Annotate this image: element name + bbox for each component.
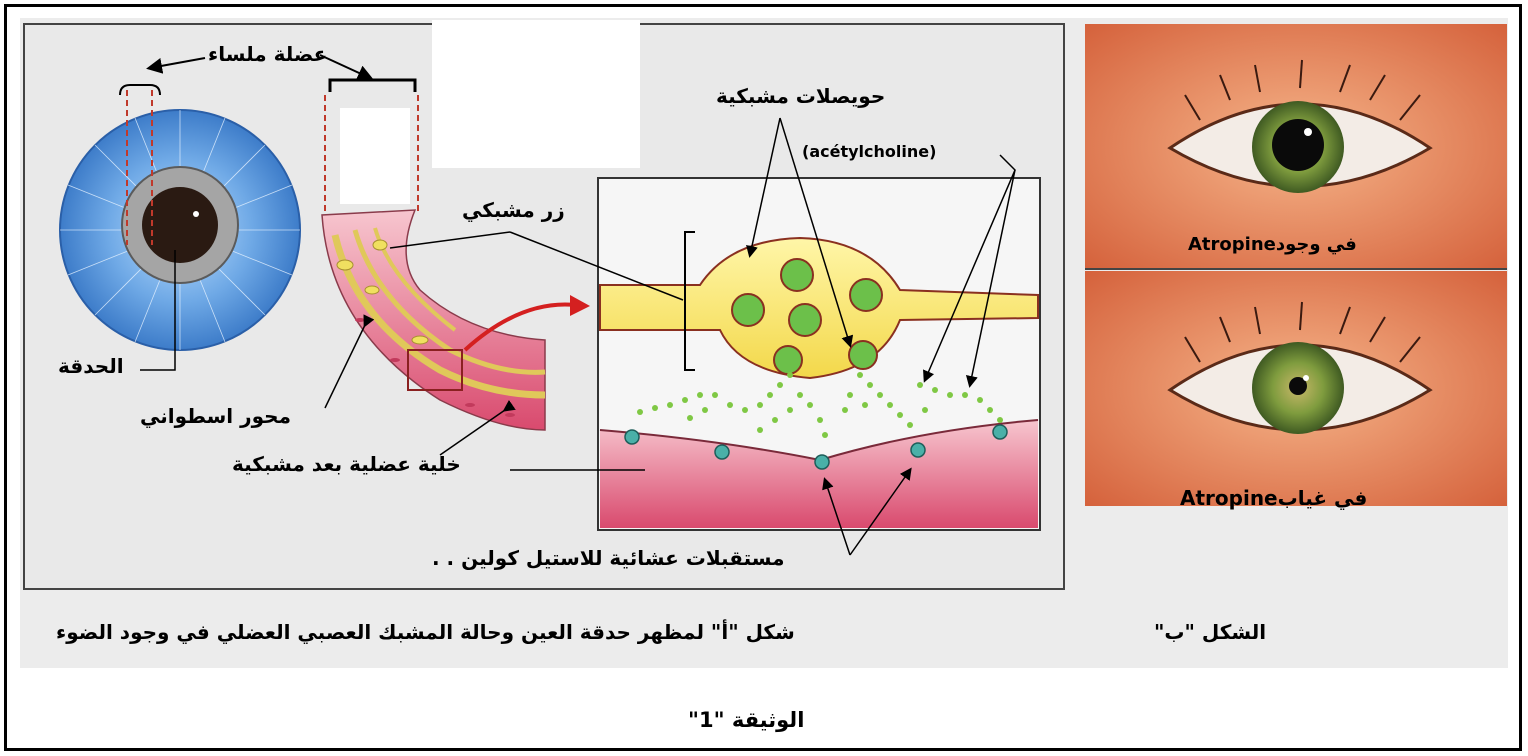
synapse-zoom <box>598 178 1040 530</box>
label-atropine-drug-2: Atropine <box>1180 486 1278 510</box>
label-without-atropine: Atropineفي غياب <box>1180 486 1367 510</box>
label-synaptic-knob: زر مشبكي <box>462 198 565 222</box>
eye-photo-with-atropine <box>1085 24 1507 269</box>
label-with: في وجود <box>1276 234 1357 255</box>
label-pupil: الحدقة <box>58 354 124 378</box>
label-smooth-muscle: عضلة ملساء <box>208 42 327 66</box>
label-synaptic-vesicles: حويصلات مشبكية <box>716 84 885 108</box>
caption-document: الوثيقة "1" <box>688 708 804 732</box>
label-atropine-drug-1: Atropine <box>1188 234 1276 255</box>
label-acetylcholine: (acétylcholine) <box>802 142 936 161</box>
caption-figure-a: شكل "أ" لمظهر حدقة العين وحالة المشبك ال… <box>56 620 795 644</box>
label-postsynaptic-cell: خلية عضلية بعد مشبكية <box>232 452 461 476</box>
label-axon: محور اسطواني <box>140 404 291 428</box>
label-with-atropine: Atropineفي وجود <box>1188 234 1357 255</box>
label-receptors: مستقبلات عشائية للاستيل كولين . . <box>432 546 784 570</box>
caption-figure-b: الشكل "ب" <box>1154 620 1266 644</box>
eye-photo-without-atropine <box>1085 271 1507 506</box>
label-without: في غياب <box>1278 486 1368 510</box>
